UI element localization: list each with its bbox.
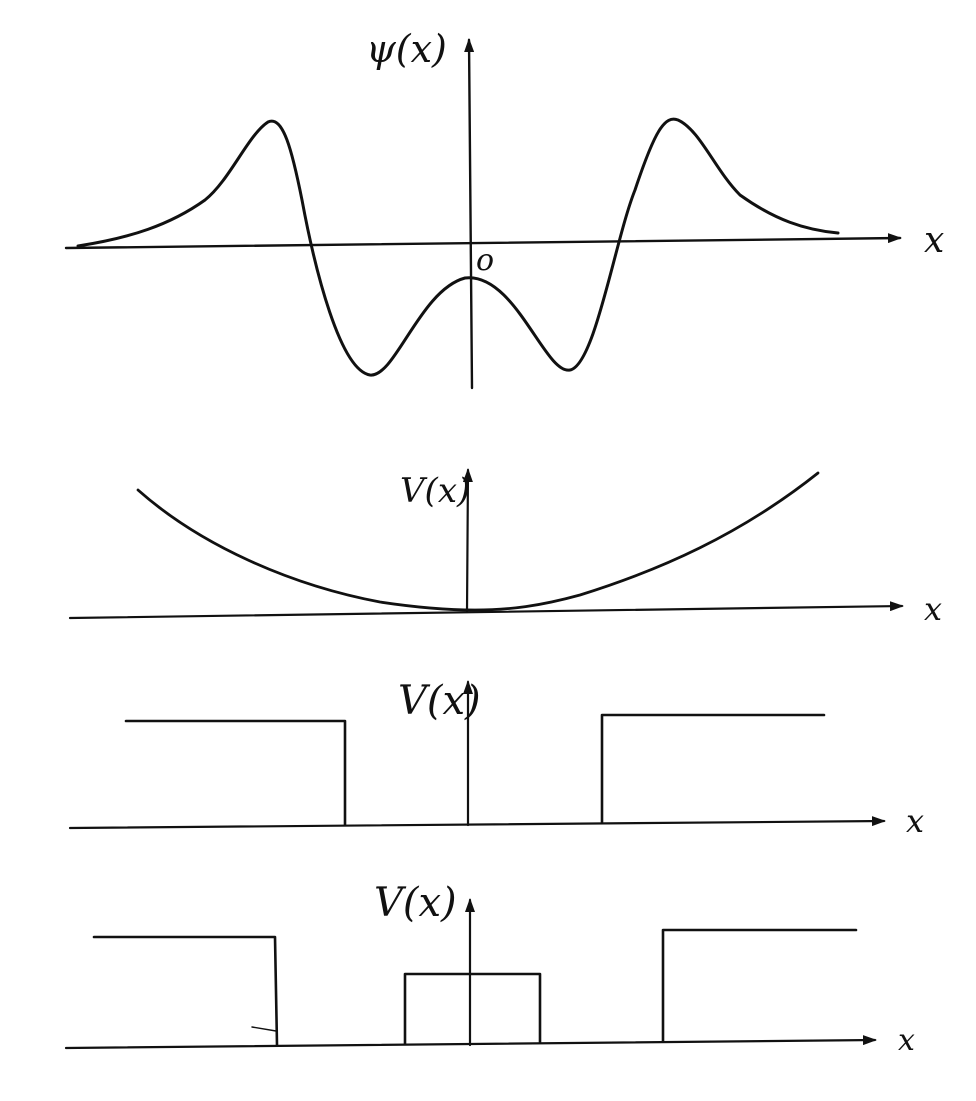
wavefunction-curve: [76, 117, 840, 377]
square-well-left-wall: [124, 719, 347, 827]
psi-x-axis: [64, 233, 902, 250]
origin-label: o: [476, 243, 494, 278]
psi-y-axis: [464, 38, 475, 390]
harmonic-x-axis: [68, 601, 904, 620]
psi-y-axis-label: ψ(x): [366, 27, 447, 71]
square-well-x-axis-label: x: [906, 802, 924, 840]
square-well-x-axis: [68, 816, 886, 830]
harmonic-x-axis-label: x: [924, 590, 942, 628]
stray-pen-mark: [251, 1026, 277, 1032]
psi-x-axis-label: x: [924, 220, 944, 261]
harmonic-y-axis: [462, 468, 473, 614]
double-well-panel: V(x) x: [64, 880, 915, 1058]
harmonic-y-axis-label: V(x): [400, 471, 470, 511]
square-well-right-wall: [600, 713, 826, 824]
square-well-panel: V(x) x: [68, 678, 924, 840]
double-well-right-wall: [661, 928, 858, 1043]
harmonic-potential-curve: [136, 471, 820, 612]
central-barrier: [403, 972, 542, 1046]
harmonic-potential-panel: V(x) x: [68, 468, 942, 628]
wavefunction-panel: ψ(x) x o: [64, 27, 944, 390]
double-well-x-axis-label: x: [898, 1023, 915, 1058]
double-well-left-wall: [92, 935, 279, 1047]
square-well-y-axis-label: V(x): [398, 678, 481, 724]
double-well-y-axis-label: V(x): [374, 880, 457, 926]
